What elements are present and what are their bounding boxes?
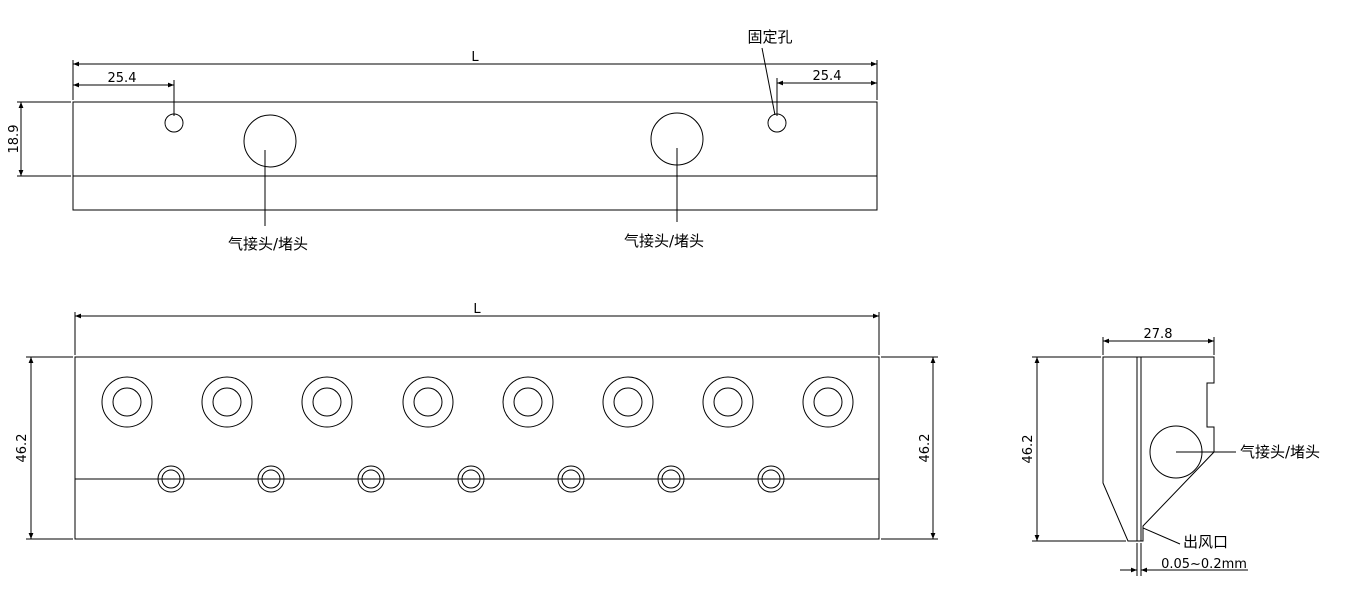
large-port xyxy=(702,376,754,428)
fixing-hole-label: 固定孔 xyxy=(747,28,792,46)
side-width-label: 27.8 xyxy=(1144,327,1173,342)
front-right-height-label: 46.2 xyxy=(918,434,933,463)
top-length-dimension: L xyxy=(72,50,878,100)
outlet-leader xyxy=(1142,527,1181,545)
front-length-label: L xyxy=(473,302,481,317)
front-length-dimension: L xyxy=(74,302,880,355)
outlet-label: 出风口 xyxy=(1183,533,1228,551)
left-port-label: 气接头/堵头 xyxy=(228,235,308,253)
large-port-row xyxy=(101,376,854,428)
large-port xyxy=(301,376,353,428)
side-height-label: 46.2 xyxy=(1021,435,1036,464)
front-left-height-label: 46.2 xyxy=(15,434,30,463)
side-view-profile xyxy=(1102,356,1215,542)
front-view: L 46.2 46.2 xyxy=(15,302,938,540)
small-port-row xyxy=(157,465,785,493)
front-right-height-dimension: 46.2 xyxy=(881,356,938,540)
gap-dimension: 0.05~0.2mm xyxy=(1120,543,1248,576)
left-fixing-hole xyxy=(164,113,184,133)
top-view: L 25.4 25.4 18.9 固定孔 气接头/堵头 xyxy=(7,28,878,253)
gap-label: 0.05~0.2mm xyxy=(1161,557,1247,572)
top-left-offset-label: 25.4 xyxy=(108,71,137,86)
large-port xyxy=(101,376,153,428)
small-port xyxy=(157,465,185,493)
large-port xyxy=(802,376,854,428)
fixing-hole-leader xyxy=(761,47,776,116)
front-view-body xyxy=(74,356,880,540)
side-view: 27.8 46.2 气接头/堵头 出风口 0.05~0.2mm xyxy=(1021,327,1320,576)
side-port-label: 气接头/堵头 xyxy=(1240,443,1320,461)
small-port xyxy=(257,465,285,493)
top-length-label: L xyxy=(471,50,479,65)
top-height-dimension: 18.9 xyxy=(7,101,71,177)
top-right-offset-label: 25.4 xyxy=(813,69,842,84)
small-port xyxy=(557,465,585,493)
large-port xyxy=(201,376,253,428)
small-port xyxy=(457,465,485,493)
large-port xyxy=(502,376,554,428)
right-port-label: 气接头/堵头 xyxy=(624,232,704,250)
large-port xyxy=(402,376,454,428)
top-left-offset-dimension: 25.4 xyxy=(73,71,175,116)
large-port xyxy=(602,376,654,428)
top-right-offset-dimension: 25.4 xyxy=(776,69,877,116)
top-view-body xyxy=(72,101,878,211)
side-width-dimension: 27.8 xyxy=(1102,327,1215,355)
right-fixing-hole xyxy=(767,113,787,133)
small-port xyxy=(357,465,385,493)
front-left-height-dimension: 46.2 xyxy=(15,356,73,540)
top-height-label: 18.9 xyxy=(7,125,22,154)
small-port xyxy=(657,465,685,493)
small-port xyxy=(757,465,785,493)
left-air-port xyxy=(243,114,297,168)
side-height-dimension: 46.2 xyxy=(1021,356,1126,542)
